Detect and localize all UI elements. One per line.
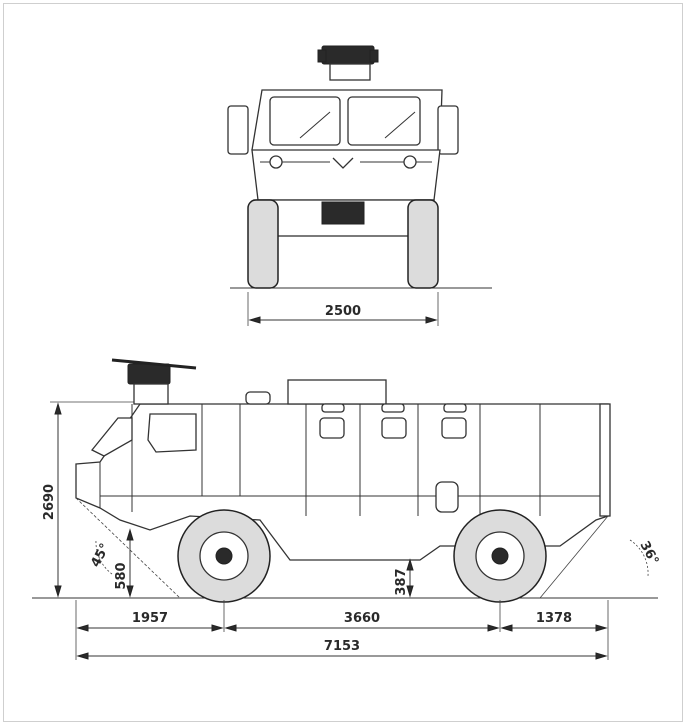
front-overhang-label: 1957 (132, 611, 168, 626)
step-height-label: 580 (114, 562, 129, 589)
approach-angle-label: 45° (88, 541, 113, 570)
front-wheel (177, 509, 271, 603)
wheelbase-label: 3660 (344, 611, 380, 626)
overall-length-label: 7153 (324, 639, 360, 654)
side-view: 45° 36° 2690 580 387 1957 3660 (32, 358, 661, 660)
height-label: 2690 (42, 484, 57, 520)
width-label: 2500 (325, 304, 361, 319)
approach-line (75, 497, 181, 599)
front-mirror-left (227, 105, 249, 155)
front-grille (321, 201, 365, 225)
ground-clearance-label: 387 (394, 568, 409, 595)
side-window (147, 413, 197, 453)
side-windshield (90, 417, 133, 457)
rear-overhang-label: 1378 (536, 611, 572, 626)
rear-wheel (453, 509, 547, 603)
front-tyre-left (247, 199, 279, 289)
front-tyre-right (407, 199, 439, 289)
front-view: 2500 (227, 45, 492, 326)
departure-angle-label: 36° (636, 539, 661, 568)
front-mirror-right (437, 105, 459, 155)
drawing-frame (3, 3, 683, 722)
front-weapon-station (317, 45, 379, 81)
front-windshield-right (347, 96, 421, 146)
roof-box (287, 379, 387, 405)
departure-line (539, 515, 609, 599)
side-weapon-station (111, 358, 197, 405)
front-windshield-left (269, 96, 341, 146)
